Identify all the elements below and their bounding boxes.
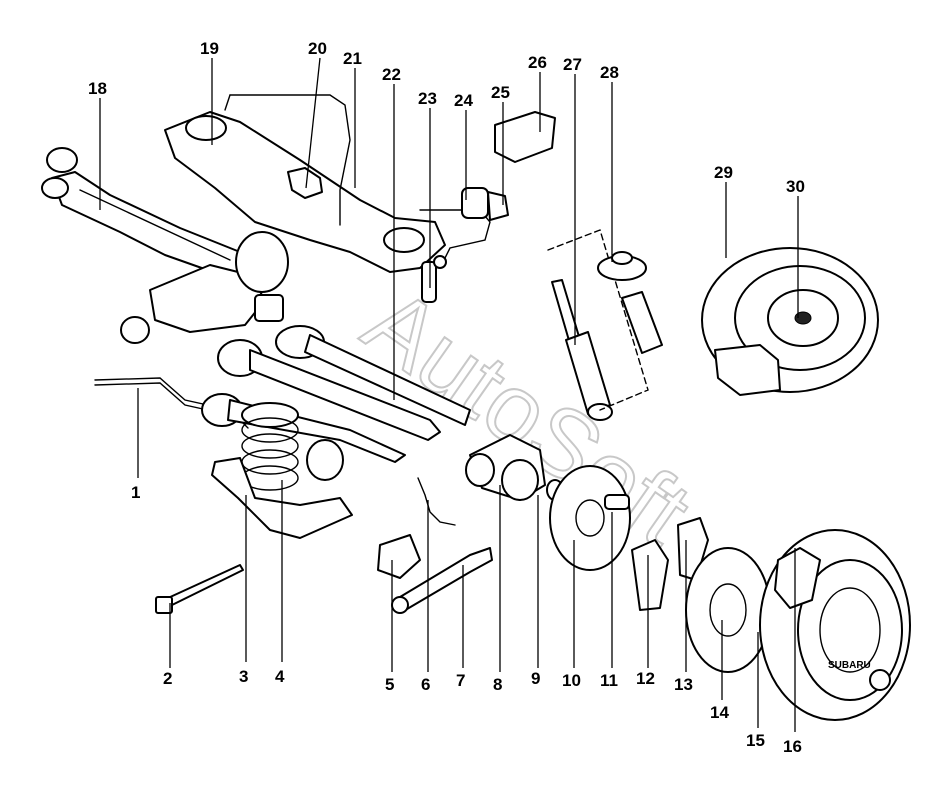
callout-29: 29 — [714, 163, 733, 182]
wheel-brand-text: SUBARU — [828, 660, 871, 671]
callout-9: 9 — [531, 669, 540, 688]
callout-2: 2 — [163, 669, 172, 688]
callout-26: 26 — [528, 53, 547, 72]
callout-12: 12 — [636, 669, 655, 688]
stabilizer-bushing-drawing — [461, 187, 509, 221]
callout-8: 8 — [493, 675, 502, 694]
trailing-link-drawing — [391, 547, 493, 614]
callout-1: 1 — [131, 483, 140, 502]
spare-tire-drawing — [701, 247, 879, 396]
stabilizer-link-drawing — [421, 255, 447, 303]
callout-23: 23 — [418, 89, 437, 108]
hub-housing-drawing — [465, 434, 564, 501]
mount-plate-drawing — [494, 111, 556, 163]
callout-25: 25 — [491, 83, 510, 102]
brake-shoe-front-drawing — [631, 539, 669, 611]
callout-24: 24 — [454, 91, 473, 110]
callout-27: 27 — [563, 55, 582, 74]
brake-hose-drawing — [417, 477, 456, 526]
mount-bracket-drawing — [377, 534, 421, 579]
callout-13: 13 — [674, 675, 693, 694]
callouts: 1 2 3 4 5 6 7 8 9 10 11 12 13 14 15 16 1… — [88, 39, 805, 756]
wheel-tire-drawing: SUBARU — [759, 529, 911, 721]
callout-21: 21 — [343, 49, 362, 68]
strut-mount-drawing — [597, 251, 663, 354]
lower-control-arm-drawing — [211, 457, 353, 539]
callout-15: 15 — [746, 731, 765, 750]
callout-6: 6 — [421, 675, 430, 694]
callout-14: 14 — [710, 703, 729, 722]
callout-7: 7 — [456, 671, 465, 690]
drive-shaft-drawing — [201, 325, 471, 481]
differential-drawing — [120, 231, 289, 344]
callout-18: 18 — [88, 79, 107, 98]
callout-28: 28 — [600, 63, 619, 82]
callout-30: 30 — [786, 177, 805, 196]
callout-20: 20 — [308, 39, 327, 58]
callout-10: 10 — [562, 671, 581, 690]
callout-22: 22 — [382, 65, 401, 84]
callout-5: 5 — [385, 675, 394, 694]
callout-3: 3 — [239, 667, 248, 686]
shock-absorber-drawing — [547, 229, 649, 421]
callout-11: 11 — [600, 671, 618, 690]
wheel-cylinder-drawing — [604, 494, 630, 510]
coil-spring-drawing — [241, 402, 299, 491]
crossmember-bracket-drawing — [287, 167, 323, 199]
callout-19: 19 — [200, 39, 219, 58]
callout-16: 16 — [783, 737, 802, 756]
callout-4: 4 — [275, 667, 285, 686]
backing-plate-drawing — [549, 465, 631, 571]
bolt-drawing — [155, 564, 244, 614]
leader-lines — [99, 57, 799, 732]
